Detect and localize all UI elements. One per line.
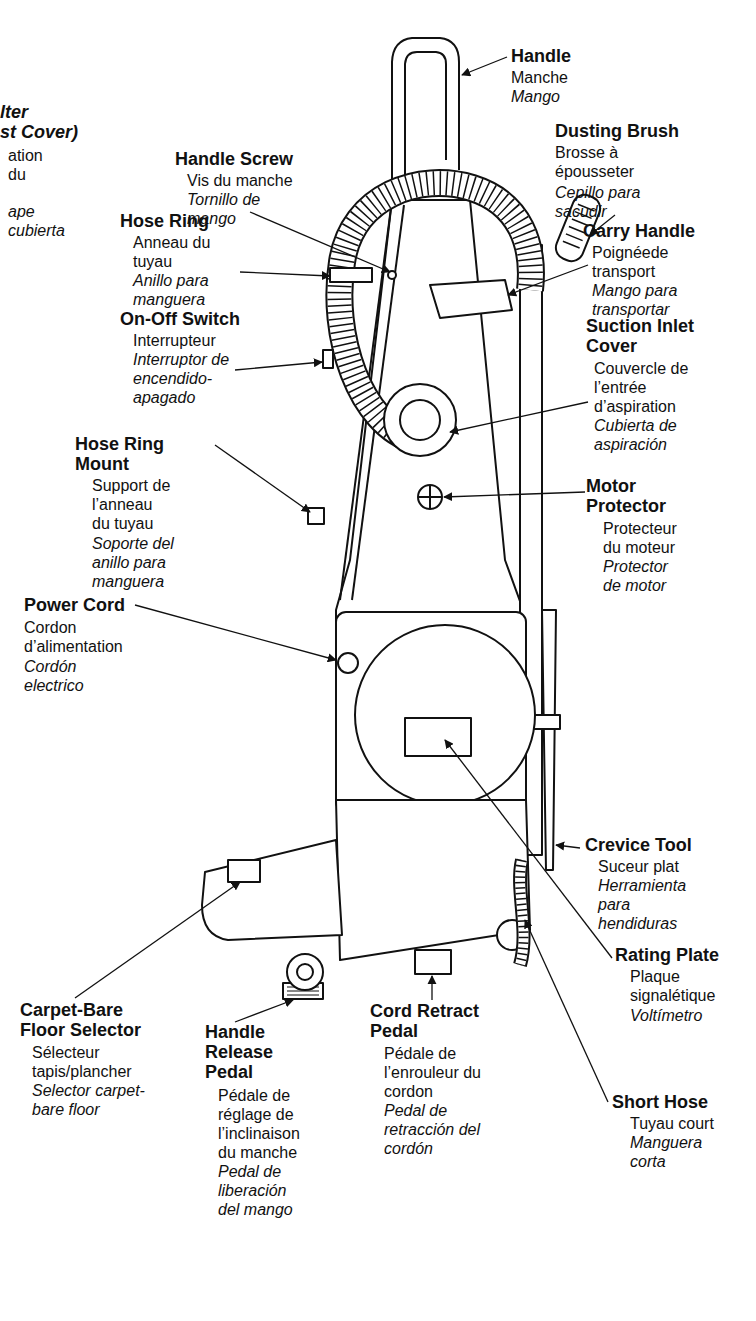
part-name: Power Cord <box>24 595 125 615</box>
cord-retract-pedal <box>415 950 451 974</box>
part-name-spanish: Protector de motor <box>603 557 688 595</box>
leader-line <box>135 605 336 660</box>
short-hose <box>520 860 524 965</box>
hose-ring-mount <box>308 508 324 524</box>
cropped-part-name: st Cover) <box>0 122 78 142</box>
part-name-french: Protecteur du moteur <box>603 519 693 557</box>
part-name: On-Off Switch <box>120 309 240 329</box>
part-name-french: Brosse à épousseter <box>555 143 695 181</box>
leader-line <box>250 212 390 272</box>
motor-cover <box>355 625 535 805</box>
part-name-spanish: Mango <box>511 87 560 106</box>
part-name: Motor Protector <box>586 476 686 516</box>
part-name: Rating Plate <box>615 945 719 965</box>
part-name-french: Interrupteur <box>133 331 216 350</box>
leader-line <box>235 1000 293 1022</box>
base <box>336 800 530 960</box>
part-name: Handle Release Pedal <box>205 1022 285 1082</box>
part-name-spanish: Herramienta para hendiduras <box>598 876 693 933</box>
part-name-french: Poignéede transport <box>592 243 687 281</box>
part-name: Carry Handle <box>583 221 695 241</box>
rating-plate <box>405 718 471 756</box>
wheel <box>287 954 323 990</box>
part-name-spanish: Selector carpet-bare floor <box>32 1081 151 1119</box>
crevice-tool <box>542 610 556 870</box>
part-name-french: du <box>8 165 26 184</box>
suction-inlet-cover <box>384 384 456 456</box>
leader-line <box>215 445 310 512</box>
part-name: Cord Retract Pedal <box>370 1001 500 1041</box>
part-name-french: Sélecteur tapis/plancher <box>32 1043 147 1081</box>
part-name: Handle Screw <box>175 149 293 169</box>
part-name-french: Couvercle de l’entrée d’aspiration <box>594 359 694 416</box>
part-name: Dusting Brush <box>555 121 679 141</box>
part-name-spanish: Cubierta de aspiración <box>594 416 694 454</box>
nozzle <box>202 840 342 940</box>
part-name-spanish: cubierta <box>8 221 65 240</box>
part-name-spanish: ape <box>8 202 35 221</box>
part-name-french: Pédale de l’enrouleur du cordon <box>384 1044 484 1101</box>
part-name-french: Tuyau court <box>630 1114 714 1133</box>
on-off-switch <box>323 350 333 368</box>
protector-cross <box>418 485 442 509</box>
floor-selector <box>228 860 260 882</box>
part-name: Carpet-Bare Floor Selector <box>20 1000 160 1040</box>
part-name-french: Anneau du tuyau <box>133 233 228 271</box>
part-name-french: Cordon d’alimentation <box>24 618 134 656</box>
leader-line <box>508 265 588 295</box>
part-name-spanish: Voltímetro <box>630 1006 702 1025</box>
leader-line <box>525 920 608 1102</box>
cropped-part-name: lter <box>0 102 28 122</box>
part-name-french: Support de l’anneau du tuyau <box>92 476 172 533</box>
part-name-french: ation <box>8 146 43 165</box>
part-name-spanish: Interruptor de encendido-apagado <box>133 350 245 407</box>
leader-line <box>450 402 588 432</box>
leader-line <box>431 976 432 1000</box>
carry-handle <box>430 280 512 318</box>
leader-line <box>75 882 240 998</box>
part-name-spanish: Cordón electrico <box>24 657 104 695</box>
short-hose-ribs <box>520 860 524 965</box>
power-cord-outlet <box>338 653 358 673</box>
wheel-hub <box>297 964 313 980</box>
short-hose-fill <box>520 860 524 965</box>
leader-line <box>444 492 585 497</box>
leader-line <box>462 57 507 75</box>
part-name-spanish: Mango para transportar <box>592 281 692 319</box>
part-name-spanish: Anillo para manguera <box>133 271 233 309</box>
motor-protector <box>418 485 442 509</box>
part-name-french: Pédale de réglage de l’inclinaison du ma… <box>218 1086 318 1162</box>
part-name: Hose Ring <box>120 211 209 231</box>
part-name-french: Plaque signalétique <box>630 967 730 1005</box>
part-name-french: Vis du manche <box>187 171 293 190</box>
part-name-spanish: Manguera corta <box>630 1133 720 1171</box>
part-name-french: Suceur plat <box>598 857 679 876</box>
hose-ring <box>330 268 372 282</box>
leader-line <box>235 362 322 370</box>
part-name-french: Manche <box>511 68 568 87</box>
part-name: Crevice Tool <box>585 835 692 855</box>
leader-line <box>240 272 330 276</box>
part-name: Handle <box>511 46 571 66</box>
part-name: Hose Ring Mount <box>75 434 175 474</box>
part-name-spanish: Pedal de retracción del cordón <box>384 1101 484 1158</box>
part-name: Short Hose <box>612 1092 708 1112</box>
suction-inlet <box>400 400 440 440</box>
part-name-spanish: Soporte del anillo para manguera <box>92 534 182 591</box>
leader-line <box>556 845 580 848</box>
part-name-spanish: Cepillo para sacudir <box>555 183 665 221</box>
part-name-spanish: Pedal de liberación del mango <box>218 1162 303 1219</box>
part-name: Suction Inlet Cover <box>586 316 696 356</box>
